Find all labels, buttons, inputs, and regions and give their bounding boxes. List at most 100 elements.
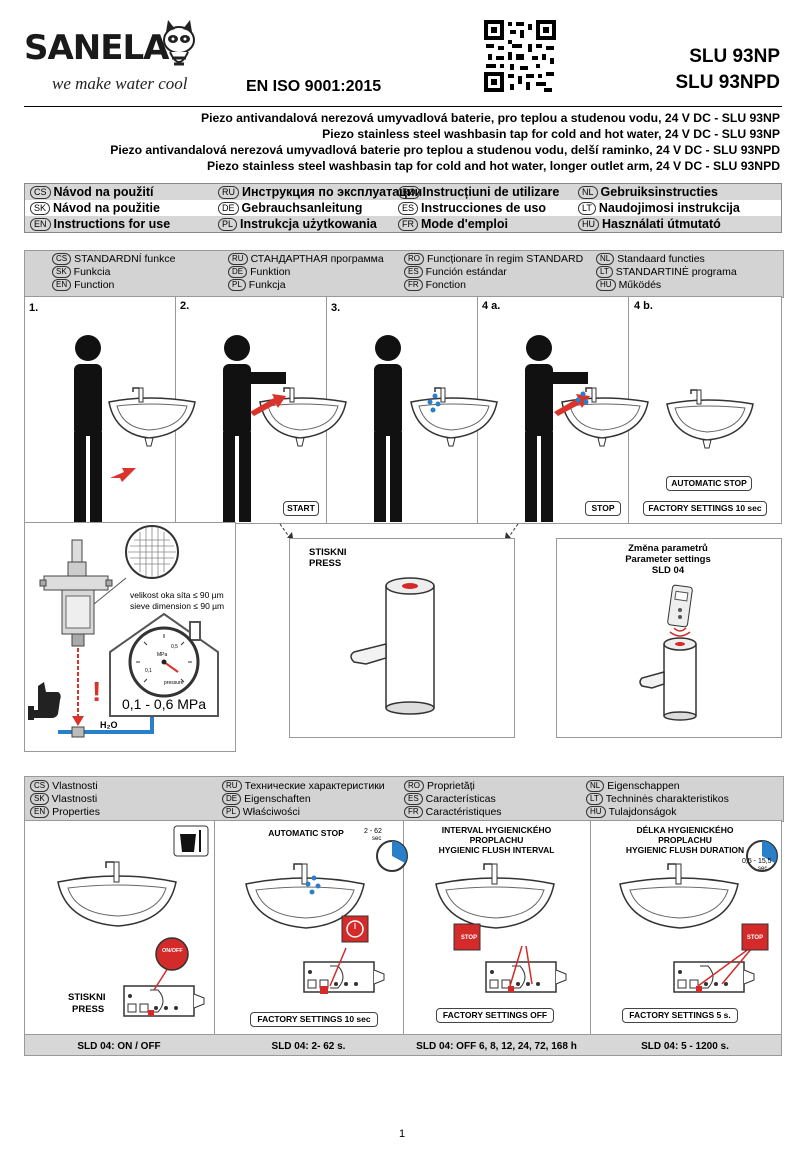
mesh-size-en: sieve dimension ≤ 90 µm [130,601,225,611]
step-number: 4 a. [482,300,501,312]
footer-flush-interval: SLD 04: OFF 6, 8, 12, 24, 72, 168 h [416,1041,577,1052]
footer-onoff: SLD 04: ON / OFF [77,1041,161,1052]
stop-button-label: STOP [460,935,478,941]
iso-certification: EN ISO 9001:2015 [246,78,382,95]
factory-settings-tag: FACTORY SETTINGS 5 s. [622,1008,738,1023]
factory-settings-tag: FACTORY SETTINGS OFF [436,1008,554,1023]
automatic-stop-tag: AUTOMATIC STOP [666,476,752,491]
press-label-cs: STISKNI [68,992,106,1003]
flush-duration-range: 0,5 - 15,5 [742,858,772,865]
start-tag: START [283,501,319,516]
params-model: SLD 04 [651,565,685,576]
flush-duration-unit: sec [758,866,768,872]
onoff-button-label: ON/OFF [162,948,183,954]
properties-illustrations [57,825,778,1017]
factory-settings-tag: FACTORY SETTINGS 10 sec [643,501,767,516]
page-number: 1 [399,1128,406,1140]
flush-interval-title-cs: INTERVAL HYGIENICKÉHO [441,825,552,835]
press-cs: STISKNI [309,547,347,558]
mesh-size-cs: velikost oka síta ≤ 90 µm [130,590,224,600]
properties-footer-bar [24,1034,782,1056]
remote-tap-illustration [639,584,697,721]
step-number: 2. [180,300,190,312]
step-number: 3. [331,302,341,314]
pressure-range: 0,1 - 0,6 MPa [122,696,207,712]
brand-name: SANELA [24,28,169,68]
warning-mark: ! [92,676,102,707]
tap-illustration [350,577,435,715]
title-line: Piezo stainless steel washbasin tap for … [322,127,780,141]
water-label: H₂O [100,720,118,730]
factory-settings-tag: FACTORY SETTINGS 10 sec [250,1012,378,1027]
parameter-settings-panel [556,538,782,738]
title-line: Piezo antivandalová nerezová umyvadlová … [110,143,780,157]
params-title-en: Parameter settings [625,554,711,565]
qr-code-icon [484,20,556,92]
model-slu93npd: SLU 93NPD [675,72,780,93]
auto-stop-unit: sec [372,836,382,842]
slogan: we make water cool [52,74,188,93]
gauge-value: 0,5 [171,644,178,650]
dashed-connectors [279,523,519,539]
flush-duration-title-en: HYGIENIC FLUSH DURATION [625,845,745,855]
automatic-stop-title: AUTOMATIC STOP [268,828,344,838]
step-number: 1. [29,302,39,314]
flush-interval-title-en: HYGIENIC FLUSH INTERVAL [438,845,555,855]
title-line: Piezo stainless steel washbasin tap for … [207,159,780,173]
flush-duration-title-cs2: PROPLACHU [658,835,712,845]
step-number: 4 b. [634,300,653,312]
usage-steps-illustration [74,335,754,522]
gauge-label: pressure [164,680,184,686]
raccoon-mascot-icon [163,20,195,66]
title-line: Piezo antivandalová nerezová umyvadlová … [200,111,780,125]
flush-interval-title-cs2: PROPLACHU [469,835,524,845]
stop-tag: STOP [585,501,621,516]
model-slu93np: SLU 93NP [689,46,780,67]
footer-auto-stop: SLD 04: 2- 62 s. [271,1041,346,1052]
filter-pressure-illustration [28,525,219,738]
press-en: PRESS [309,558,342,569]
auto-stop-range: 2 - 62 [364,828,382,835]
flush-duration-title-cs: DÉLKA HYGIENICKÉHO [636,825,734,835]
footer-flush-duration: SLD 04: 5 - 1200 s. [641,1041,729,1052]
gauge-unit: MPa [157,652,168,658]
press-label-en: PRESS [72,1004,105,1015]
stop-button-label: STOP [746,935,764,941]
params-title-cs: Změna parametrů [628,543,708,554]
